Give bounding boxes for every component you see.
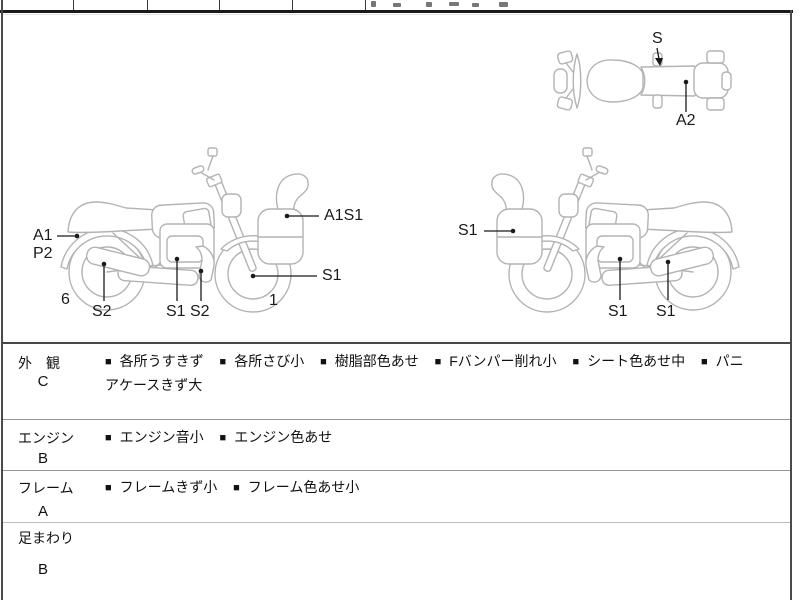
damage-label-a2-topview: A2 <box>676 112 696 129</box>
bullet-icon: ■ <box>219 432 227 444</box>
grade-undercarriage: B <box>37 561 48 578</box>
category-exterior: 外 観 <box>18 355 60 371</box>
header-cell-divider <box>219 0 220 10</box>
bullet-icon: ■ <box>572 356 580 368</box>
frame-notes: ■ フレームきず小 ■ フレーム色あせ小 <box>105 476 755 500</box>
bullet-icon: ■ <box>219 356 227 368</box>
damage-label-a1-rear-fender: A1 <box>33 227 53 244</box>
section-divider <box>3 470 790 471</box>
note-item: 各所うすきず <box>119 353 204 369</box>
cropped-text-fragments <box>426 2 432 7</box>
damage-label-s1-engine: S1 <box>166 303 186 320</box>
header-cell-divider <box>292 0 293 10</box>
cropped-text-fragments <box>371 1 376 7</box>
header-cell-divider <box>365 0 366 10</box>
bullet-icon: ■ <box>701 356 708 368</box>
sheet-top-border <box>0 10 793 13</box>
note-item: パニアケースきず大 <box>105 353 744 393</box>
damage-label-s1-exhaust-left: S1 <box>656 303 676 320</box>
inner-faint-line <box>2 14 790 15</box>
bullet-icon: ■ <box>320 356 327 368</box>
damage-label-s1-cowl-left: S1 <box>458 222 478 239</box>
cropped-text-fragments <box>393 3 401 7</box>
bullet-icon: ■ <box>105 356 112 368</box>
cropped-text-fragments <box>472 3 479 7</box>
cropped-text-fragments <box>499 2 508 7</box>
engine-notes: ■ エンジン音小 ■ エンジン色あせ <box>105 426 755 450</box>
damage-label-p2-rear-fender: P2 <box>33 245 53 262</box>
motorcycle-top-view <box>553 50 732 111</box>
section-divider <box>3 342 790 344</box>
damage-label-s-topview: S <box>652 30 663 47</box>
pointer-lines <box>57 47 689 301</box>
count-label-rear: 6 <box>61 291 70 308</box>
cropped-text-fragments <box>449 2 459 6</box>
category-engine: エンジン <box>18 430 74 446</box>
header-cell-divider <box>147 0 148 10</box>
motorcycle-left-side-view <box>491 147 740 313</box>
damage-label-s2-pipe: S2 <box>190 303 210 320</box>
note-item: 各所さび小 <box>234 353 305 369</box>
grade-frame: A <box>37 503 48 520</box>
cropped-header-strip <box>0 0 800 10</box>
category-frame: フレーム <box>18 480 74 496</box>
note-item: 樹脂部色あせ <box>334 353 419 369</box>
section-divider <box>3 419 790 420</box>
bullet-icon: ■ <box>434 356 442 368</box>
sheet-left-border <box>1 0 3 600</box>
damage-label-a1s1-cowl: A1S1 <box>324 207 364 224</box>
damage-label-s1-front-wheel: S1 <box>322 267 342 284</box>
sheet-right-border <box>790 10 792 600</box>
grade-engine: B <box>37 450 48 467</box>
header-cell-divider <box>73 0 74 10</box>
bullet-icon: ■ <box>233 482 240 494</box>
motorcycle-right-side-view <box>60 147 309 313</box>
note-item: エンジン音小 <box>119 429 204 445</box>
category-undercarriage: 足まわり <box>18 530 74 546</box>
damage-label-s1-engine-left: S1 <box>608 303 628 320</box>
damage-label-s2-muffler: S2 <box>92 303 112 320</box>
bullet-icon: ■ <box>105 482 112 494</box>
note-item: エンジン色あせ <box>234 429 333 445</box>
bullet-icon: ■ <box>105 432 112 444</box>
note-item: フレーム色あせ小 <box>247 479 360 495</box>
exterior-notes: ■ 各所うすきず ■ 各所さび小 ■ 樹脂部色あせ ■ Fバンパー削れ小 ■ シート色あせ… <box>105 350 755 396</box>
note-item: フレームきず小 <box>119 479 218 495</box>
note-item: Fバンパー削れ小 <box>449 353 557 369</box>
count-label-front: 1 <box>269 292 278 309</box>
note-item: シート色あせ中 <box>587 353 686 369</box>
section-divider <box>3 522 790 523</box>
grade-exterior: C <box>37 373 49 390</box>
